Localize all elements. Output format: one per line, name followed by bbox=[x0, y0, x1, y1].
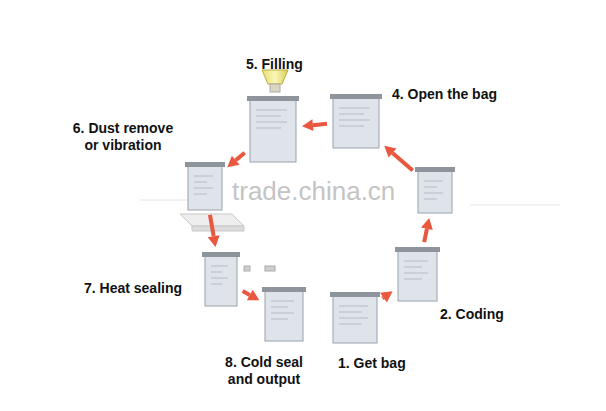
bag-illustration bbox=[415, 165, 455, 215]
bag-print bbox=[194, 182, 207, 183]
bag-illustration bbox=[330, 290, 380, 345]
arrow-head bbox=[302, 119, 314, 131]
bag-illustration bbox=[262, 285, 306, 343]
bag-print bbox=[424, 193, 443, 194]
bag-print bbox=[404, 267, 422, 268]
bag-print bbox=[211, 272, 222, 273]
bag-print bbox=[339, 306, 368, 307]
bag-print bbox=[339, 324, 362, 325]
step-label: 6. Dust remove or vibration bbox=[64, 120, 182, 154]
bag-illustration bbox=[202, 250, 240, 308]
sealing-jaw bbox=[265, 266, 275, 271]
step-label: 1. Get bag bbox=[338, 355, 430, 372]
bag-step bbox=[415, 165, 455, 215]
bag-clamp bbox=[185, 162, 225, 167]
arrow-shaft bbox=[210, 215, 214, 236]
bag-body bbox=[398, 251, 437, 301]
watermark: trade.china.cn bbox=[232, 176, 395, 207]
arrow-head bbox=[421, 218, 433, 230]
step-label: 7. Heat sealing bbox=[84, 280, 200, 297]
bag-step: 6. Dust remove or vibration bbox=[185, 160, 225, 212]
bag-print bbox=[271, 319, 288, 320]
bag-print bbox=[256, 116, 281, 117]
bag-print bbox=[339, 120, 370, 121]
bag-print bbox=[339, 126, 364, 127]
bag-body bbox=[265, 291, 303, 341]
bag-step: 7. Heat sealing bbox=[202, 250, 240, 308]
bag-illustration bbox=[330, 92, 382, 150]
bag-clamp bbox=[330, 292, 380, 297]
bag-body bbox=[333, 296, 377, 343]
arrow-head bbox=[208, 235, 220, 247]
bag-print bbox=[424, 199, 437, 200]
bag-print bbox=[271, 313, 294, 314]
bag-body bbox=[418, 171, 452, 213]
bag-body bbox=[188, 166, 222, 210]
arrow-shaft bbox=[424, 229, 427, 242]
bag-illustration bbox=[395, 245, 440, 303]
arrow-shaft bbox=[393, 153, 413, 171]
flow-arrow bbox=[208, 215, 220, 247]
bag-step: 8. Cold seal and output bbox=[262, 285, 306, 343]
bag-print bbox=[339, 108, 370, 109]
bag-step: 5. Filling bbox=[247, 94, 299, 164]
funnel-nozzle bbox=[270, 84, 280, 92]
bag-illustration bbox=[185, 160, 225, 212]
bag-print bbox=[194, 176, 213, 177]
bag-print bbox=[339, 312, 362, 313]
bag-print bbox=[211, 266, 228, 267]
bag-body bbox=[205, 256, 237, 306]
bag-print bbox=[194, 194, 207, 195]
bag-print bbox=[404, 261, 428, 262]
filling-funnel bbox=[262, 70, 288, 84]
bag-print bbox=[256, 122, 287, 123]
bag-print bbox=[256, 110, 287, 111]
flow-arrow bbox=[227, 153, 244, 168]
flow-arrow bbox=[421, 218, 433, 242]
arrow-head bbox=[384, 146, 396, 158]
flow-arrow bbox=[384, 146, 412, 171]
bag-print bbox=[256, 128, 281, 129]
bag-body bbox=[333, 98, 379, 148]
bag-print bbox=[424, 181, 443, 182]
bag-step: 1. Get bag bbox=[330, 290, 380, 345]
bag-clamp bbox=[330, 94, 382, 99]
flow-arrow bbox=[380, 291, 392, 302]
arrow-shaft bbox=[243, 291, 250, 295]
bag-print bbox=[271, 307, 288, 308]
bag-print bbox=[211, 284, 222, 285]
bag-print bbox=[404, 279, 422, 280]
bag-clamp bbox=[415, 167, 455, 172]
step-label: 4. Open the bag bbox=[392, 86, 532, 103]
bag-clamp bbox=[202, 252, 240, 257]
flow-arrow bbox=[302, 119, 327, 131]
arrow-head bbox=[227, 156, 239, 168]
arrow-head bbox=[380, 291, 392, 302]
bag-print bbox=[339, 114, 364, 115]
vibration-platform-side bbox=[192, 226, 244, 231]
bag-clamp bbox=[247, 96, 299, 101]
bag-print bbox=[424, 187, 437, 188]
flow-arrow bbox=[243, 290, 260, 301]
arrow-shaft bbox=[236, 153, 245, 161]
bag-body bbox=[250, 100, 296, 162]
bag-step: 4. Open the bag bbox=[330, 92, 382, 150]
arrow-head bbox=[247, 290, 260, 301]
bag-print bbox=[271, 301, 294, 302]
step-label: 2. Coding bbox=[440, 306, 524, 323]
step-label: 5. Filling bbox=[246, 56, 336, 73]
arrow-shaft bbox=[313, 124, 327, 125]
bag-print bbox=[211, 278, 228, 279]
bag-print bbox=[404, 273, 428, 274]
bag-print bbox=[339, 318, 368, 319]
sealing-jaw bbox=[244, 266, 250, 271]
bag-step: 2. Coding bbox=[395, 245, 440, 303]
rail-line bbox=[470, 205, 560, 206]
bag-clamp bbox=[262, 287, 306, 292]
step-label: 8. Cold seal and output bbox=[212, 354, 316, 388]
bag-print bbox=[194, 188, 213, 189]
bag-illustration bbox=[247, 94, 299, 164]
bag-clamp bbox=[395, 247, 440, 252]
